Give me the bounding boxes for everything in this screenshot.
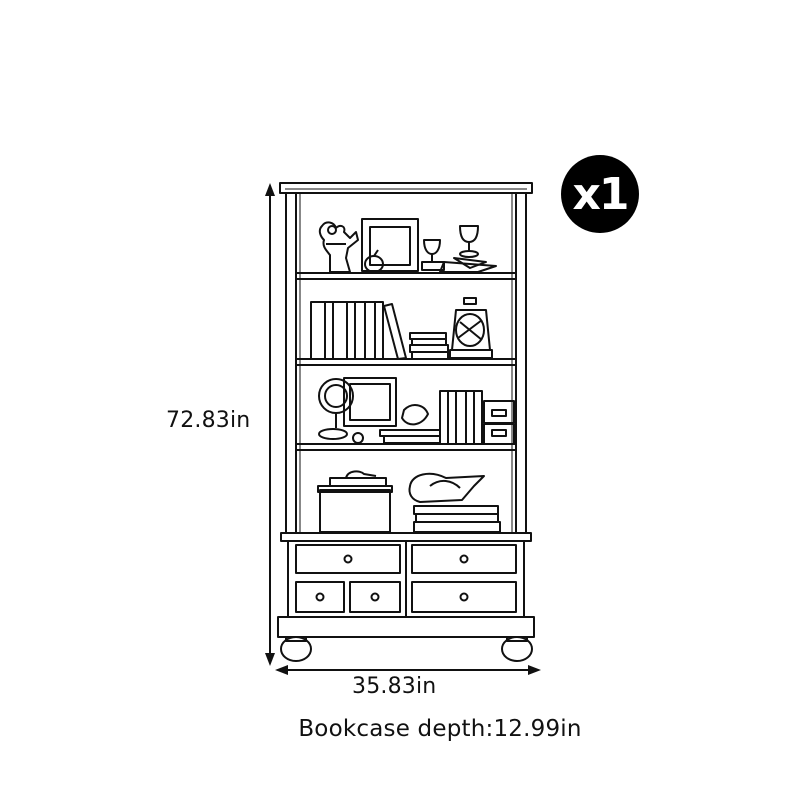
third-shelf-decor (319, 378, 514, 444)
bookcase-feet (278, 617, 534, 661)
width-dimension-line (275, 665, 541, 675)
height-label: 72.83in (166, 408, 251, 433)
depth-label: Bookcase depth:12.99in (298, 716, 582, 742)
drawer-fronts[interactable] (296, 545, 516, 612)
top-shelf-decor (320, 219, 496, 272)
fourth-shelf-decor (318, 471, 500, 532)
quantity-badge: x1 (561, 155, 639, 233)
second-shelf-books (311, 298, 492, 359)
bookcase-frame (286, 193, 526, 533)
width-label: 35.83in (352, 674, 437, 699)
height-dimension-line (265, 183, 275, 666)
bookcase-crown (280, 183, 532, 193)
